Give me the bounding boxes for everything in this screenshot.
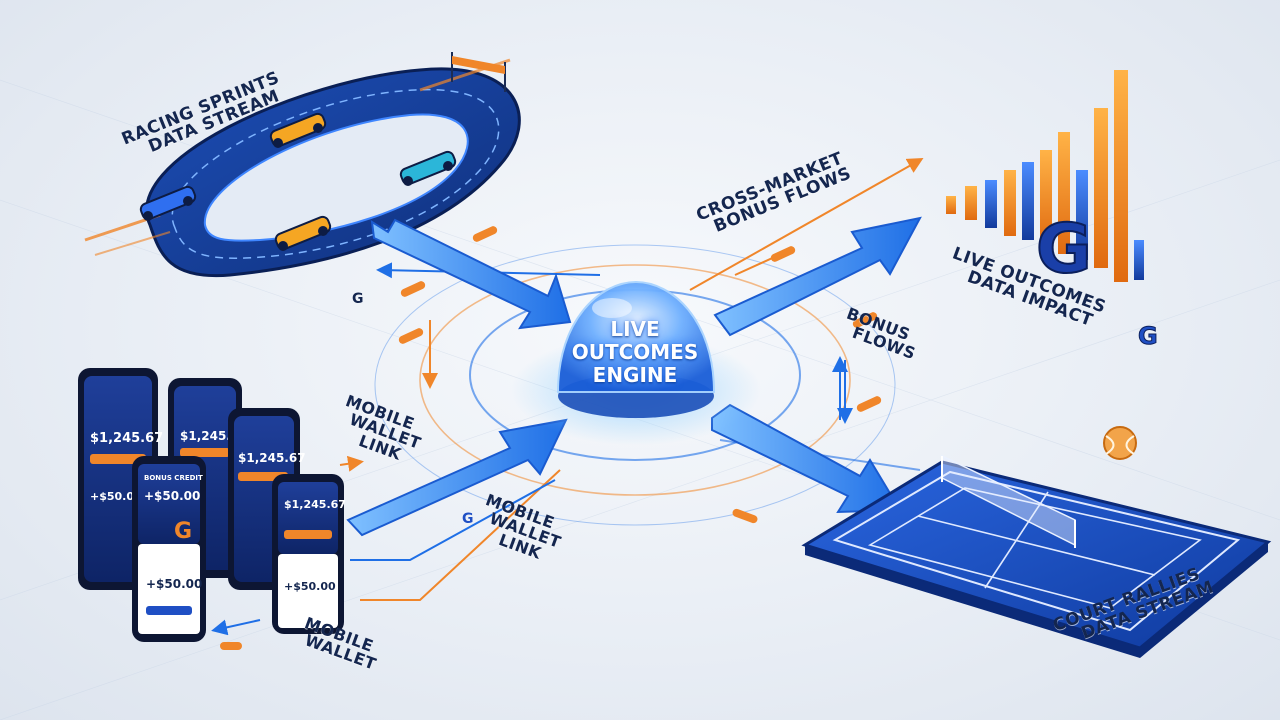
phone-balance: $1,245.67: [284, 498, 346, 511]
phone-4: BONUS CREDIT +$50.00 G +$50.00: [132, 456, 206, 642]
outcomes-bar-chart: [946, 70, 1144, 282]
race-car-icon: [274, 215, 332, 251]
flow-arrow-engine-to-court: [711, 403, 902, 514]
race-car-icon: [399, 150, 457, 186]
flow-arrow-racing-to-engine: [370, 218, 572, 330]
tennis-ball-icon: [1103, 426, 1137, 460]
flow-arrow-wallet-to-engine: [346, 418, 568, 537]
phone-bonus-caption: BONUS CREDIT: [144, 474, 203, 482]
phone-bonus-amount: +$50.00: [144, 489, 200, 503]
phone-bonus-amount: +$50.00: [284, 580, 336, 593]
flow-arrow-engine-to-chart: [713, 216, 922, 337]
brand-logo-letter: G: [1138, 322, 1158, 350]
race-car-icon: [269, 112, 327, 148]
phone-balance: $1,245.67: [90, 431, 163, 446]
data-packets: [220, 226, 882, 650]
race-car-icon: [139, 185, 197, 221]
brand-logo-letter-large: G: [1036, 210, 1092, 289]
phone-balance: $1,245.67: [238, 451, 306, 465]
brand-logo-letter: G: [462, 511, 474, 527]
phone-bonus-amount: +$50.00: [146, 577, 202, 591]
phone-5: $1,245.67 +$50.00: [272, 474, 346, 634]
brand-logo-letter: G: [352, 291, 364, 307]
brand-logo-3d: G: [1035, 209, 1093, 290]
racing-track: [84, 52, 521, 278]
live-outcomes-engine-dome: [511, 280, 761, 445]
brand-logo-letter: G: [174, 519, 192, 544]
phone-bonus-amount: +$50.00: [90, 490, 142, 503]
engine-label: LIVE OUTCOMES ENGINE: [571, 317, 699, 387]
tennis-court: [801, 454, 1272, 658]
